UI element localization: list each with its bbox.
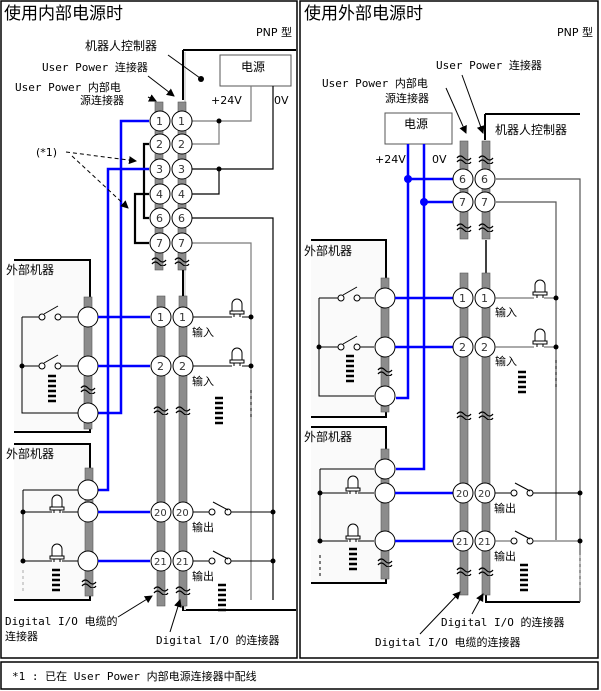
right-output-pin: 21 [456,537,469,548]
svg-text:6: 6 [481,173,488,186]
right-dio-cable-label: Digital I/O 电缆的连接器 [375,635,520,649]
right-24v-label: +24V [375,153,406,166]
left-user-power-internal-label-2: 源连接器 [80,93,124,107]
svg-text:2: 2 [178,138,185,151]
left-controller-outline [182,49,296,611]
right-power-supply-label: 电源 [404,117,428,131]
left-output-label: 输出 [192,520,214,534]
left-type-label: PNP 型 [256,25,292,39]
right-user-power-internal-label-1: User Power 内部电 [322,76,428,90]
right-dio-connector-label: Digital I/O 的连接器 [441,615,564,629]
right-input-pin: 1 [459,292,466,305]
left-controller-label: 机器人控制器 [85,39,157,53]
left-output-pin: 20 [154,508,167,519]
svg-text:21: 21 [478,537,491,548]
footnote: *1 : 已在 User Power 内部电源连接器中配线 [12,669,257,683]
svg-text:7: 7 [481,196,488,209]
svg-text:7: 7 [156,237,163,250]
right-panel-title: 使用外部电源时 [304,3,423,24]
left-input-pin: 2 [157,360,164,373]
left-controller-dot [198,76,204,82]
svg-text:2: 2 [179,360,186,373]
right-user-power-connector-label: User Power 连接器 [436,59,542,72]
left-input-label: 输入 [192,325,214,339]
right-type-label: PNP 型 [557,25,593,39]
left-panel-title: 使用内部电源时 [4,3,123,24]
right-user-power-internal-label-2: 源连接器 [385,91,429,105]
right-external-device-2-label: 外部机器 [304,429,352,444]
right-input-pin: 2 [459,341,466,354]
left-note-ref: (*1) [36,146,57,159]
right-top-pin: 7 [459,196,466,209]
svg-text:4: 4 [156,188,163,201]
right-external-device-1-label: 外部机器 [304,243,352,258]
right-output-label: 输出 [494,501,516,515]
left-external-device-2-label: 外部机器 [6,446,54,461]
left-panel: 使用内部电源时 PNP 型 机器人控制器 User Power 连接器 User… [4,3,296,647]
left-upc-arrow [147,75,175,97]
left-upi-arrow [147,94,157,102]
svg-text:1: 1 [481,292,488,305]
svg-text:7: 7 [178,237,185,250]
svg-text:4: 4 [178,188,185,201]
left-power-supply-label: 电源 [241,60,265,74]
svg-text:6: 6 [156,212,163,225]
left-dio-cable-label-2: 连接器 [5,630,38,643]
left-user-power-internal-label-1: User Power 内部电 [15,80,121,94]
svg-text:1: 1 [156,115,163,128]
svg-text:6: 6 [178,212,185,225]
right-output-label: 输出 [494,549,516,563]
right-controller-label: 机器人控制器 [495,123,567,137]
right-top-pin: 6 [459,173,466,186]
svg-text:20: 20 [478,489,491,500]
right-output-pin: 20 [456,489,469,500]
left-input-pin: 1 [157,311,164,324]
left-input-label: 输入 [192,374,214,388]
left-dio-cable-connector-bar [156,295,166,607]
left-output-pin: 21 [154,557,167,568]
left-blue-wire-0v [96,167,149,492]
right-user-power-connector-bar [481,140,491,240]
left-dio-cable-label-1: Digital I/O 电缆的 [5,614,117,628]
right-panel: 使用外部电源时 PNP 型 User Power 连接器 User Power … [304,3,593,649]
svg-text:2: 2 [481,341,488,354]
right-input-label: 输入 [495,305,517,319]
right-power-supply-box [384,112,453,145]
svg-text:1: 1 [179,311,186,324]
svg-text:2: 2 [156,138,163,151]
left-0v-label: 0V [274,94,289,107]
right-internal-connector-bar [459,140,469,240]
svg-text:1: 1 [178,115,185,128]
left-external-device-1-label: 外部机器 [6,262,54,277]
footnote-frame [0,661,599,690]
left-dio-connector-label: Digital I/O 的连接器 [156,633,279,647]
left-controller-pointer [167,54,201,79]
right-dio-connector-bar [481,272,491,596]
right-input-label: 输入 [495,354,517,368]
right-dio-cable-connector-bar [459,272,469,596]
left-output-label: 输出 [192,569,214,583]
svg-text:20: 20 [176,508,189,519]
svg-text:3: 3 [178,163,185,176]
svg-text:3: 3 [156,163,163,176]
left-24v-label: +24V [211,94,242,107]
left-power-supply-box [219,54,292,87]
left-user-power-connector-label: User Power 连接器 [42,61,148,74]
right-0v-label: 0V [432,153,447,166]
svg-text:21: 21 [176,557,189,568]
